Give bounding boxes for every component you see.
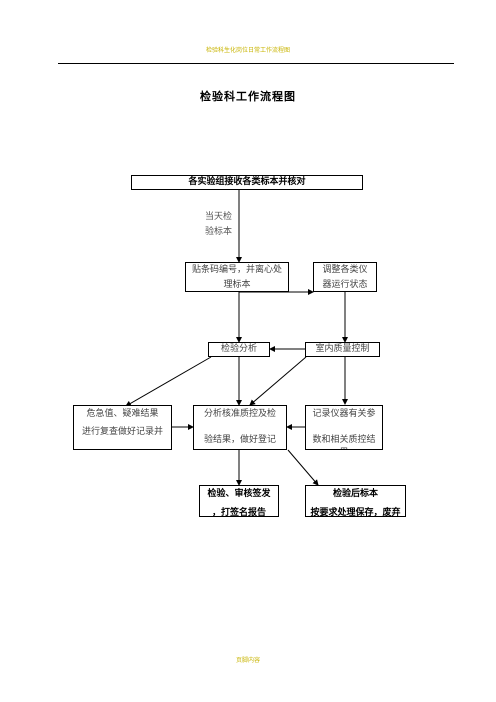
arrow-qc-to-review [249, 356, 307, 406]
arrow-review-to-specimen [287, 449, 319, 486]
node-calibrate-line1: 调整各类仪 [322, 265, 368, 275]
node-report: 检验、审核签发 ，打签名报告 [199, 485, 279, 517]
node-calibrate-line2: 器运行状态 [322, 280, 368, 290]
node-specimen-line1: 检验后标本 [332, 489, 378, 499]
label-same-day-line1: 当天检 [205, 212, 233, 222]
node-report-line1: 检验、审核签发 [207, 489, 271, 499]
page-title: 检验科工作流程图 [200, 90, 296, 103]
node-barcode-line2: 理标本 [223, 280, 251, 290]
node-review-line2: 验结果，做好登记 [203, 435, 276, 445]
header-divider [58, 63, 454, 64]
node-receive-label: 各实验组接收各类标本并核对 [188, 177, 306, 187]
node-critical-line1: 危急值、疑难结果 [86, 409, 159, 419]
node-qc-label: 室内质量控制 [315, 344, 370, 354]
node-analysis-label: 检验分析 [220, 344, 257, 354]
node-specimen-line2: 按要求处理保存，废弃 [310, 508, 401, 517]
node-analysis: 检验分析 [208, 342, 270, 357]
page-footer: 页脚内容 [235, 657, 260, 664]
node-calibrate-instruments: 调整各类仪 器运行状态 [313, 262, 377, 292]
node-review-line1: 分析核准质控及检 [203, 409, 276, 419]
label-same-day-line2: 验标本 [205, 227, 233, 237]
page-header: 检验科生化岗位日常工作流程图 [205, 47, 290, 54]
node-post-test-specimens: 检验后标本 按要求处理保存，废弃 [305, 485, 406, 517]
node-record-line2: 数和相关质控结果 [312, 435, 376, 449]
node-review-results: 分析核准质控及检 验结果，做好登记 [193, 405, 287, 450]
node-barcode-centrifuge: 贴条码编号，并离心处 理标本 [185, 262, 289, 292]
node-record-parameters: 记录仪器有关参 数和相关质控结果 [305, 405, 383, 450]
node-internal-qc: 室内质量控制 [305, 342, 380, 357]
node-critical-line2: 进行复查做好记录并 [81, 427, 163, 437]
node-critical-values: 危急值、疑难结果 进行复查做好记录并 [73, 405, 172, 450]
label-same-day-specimens: 当天检 验标本 [205, 210, 232, 240]
node-receive-specimens: 各实验组接收各类标本并核对 [131, 175, 363, 190]
node-record-line1: 记录仪器有关参 [312, 409, 376, 419]
arrow-analysis-to-critical [125, 356, 212, 407]
node-report-line2: ，打签名报告 [211, 508, 266, 517]
node-barcode-line1: 贴条码编号，并离心处 [191, 265, 282, 275]
